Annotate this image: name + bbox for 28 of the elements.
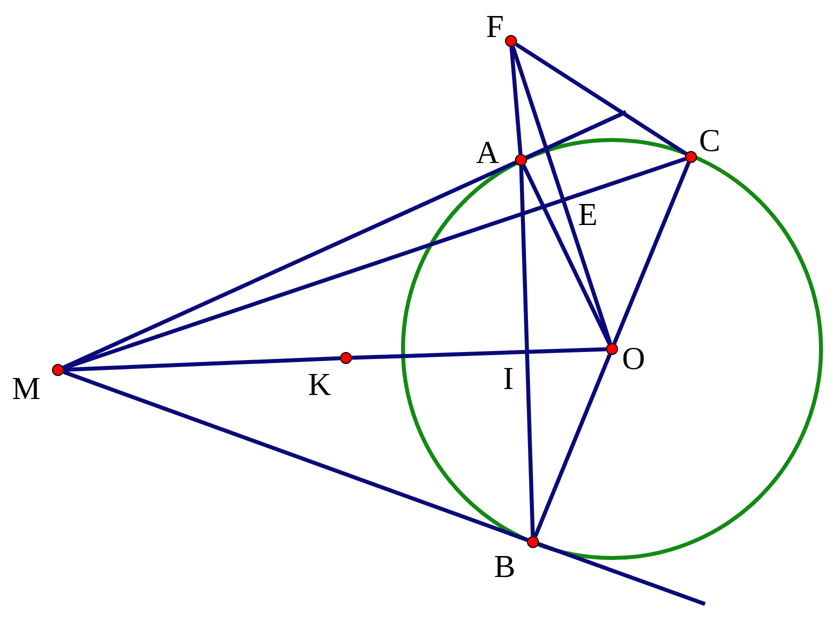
point-label: E — [578, 198, 598, 230]
point-dot — [505, 35, 517, 47]
line-segment — [519, 166, 535, 536]
point-dot — [52, 364, 64, 376]
point-label: F — [486, 10, 504, 42]
point-label: K — [308, 368, 332, 400]
point-label: I — [503, 362, 514, 394]
point-label: A — [476, 136, 500, 168]
line-segment — [64, 356, 340, 372]
point-dot — [340, 352, 352, 364]
point-dot — [685, 151, 697, 163]
point-label: O — [622, 342, 646, 374]
point-dot — [606, 343, 618, 355]
line-segment — [538, 542, 706, 606]
line-segment — [522, 164, 612, 344]
line-segment — [62, 370, 528, 542]
point-label: C — [699, 124, 720, 156]
line-segment — [510, 46, 522, 154]
point-label: M — [12, 372, 40, 404]
line-segment — [612, 162, 691, 344]
line-segment — [514, 42, 688, 156]
point-dot — [515, 154, 527, 166]
point-dot — [527, 536, 539, 548]
line-segment — [352, 347, 606, 360]
line-segment — [533, 354, 612, 538]
point-label: B — [494, 550, 516, 582]
line-segment — [510, 46, 612, 344]
line-segment — [526, 110, 627, 160]
